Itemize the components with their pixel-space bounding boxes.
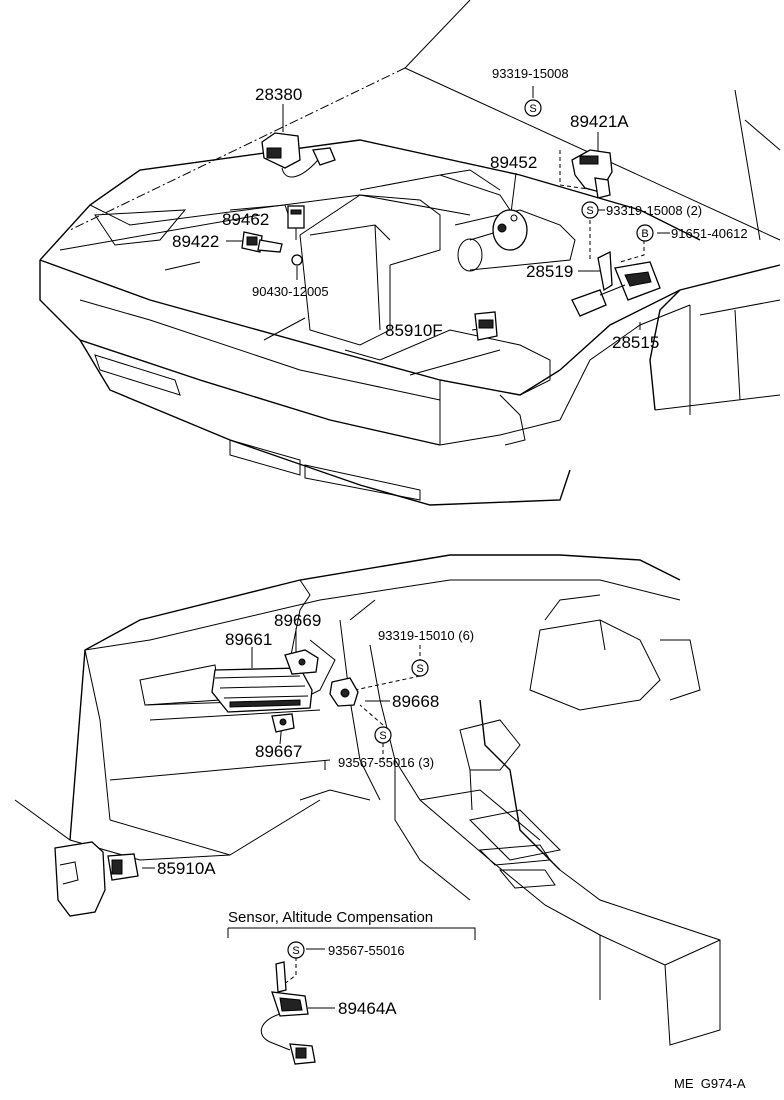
svg-text:S: S xyxy=(292,945,299,957)
symbol-s-4: S xyxy=(374,726,392,744)
symbol-s-3: S xyxy=(411,659,429,677)
svg-text:B: B xyxy=(641,228,648,240)
label-89421A: 89421A xyxy=(570,112,629,131)
symbol-s-2: S xyxy=(581,201,599,219)
relay-28515-drawing xyxy=(571,261,661,317)
switch-85910A-drawing xyxy=(54,841,139,917)
dashboard-body xyxy=(14,554,721,1046)
sensor-89422-drawing xyxy=(241,231,283,253)
label-93319-15010-6: 93319-15010 (6) xyxy=(378,628,474,643)
label-89422: 89422 xyxy=(172,232,219,251)
sensor-89452-drawing xyxy=(492,209,528,251)
switch-89462-drawing xyxy=(287,205,305,240)
bracket-28519-drawing xyxy=(597,250,613,292)
label-89452: 89452 xyxy=(490,153,537,172)
label-85910F: 85910F xyxy=(385,321,443,340)
label-89661: 89661 xyxy=(225,630,272,649)
label-90430-12005: 90430-12005 xyxy=(252,284,329,299)
label-93319-15008: 93319-15008 xyxy=(492,66,569,81)
switch-85910F-drawing xyxy=(474,311,498,341)
label-93567-55016-3: 93567-55016 (3) xyxy=(338,755,434,770)
car-front-body xyxy=(39,0,781,506)
sensor-89464A-drawing xyxy=(260,961,316,1065)
section-caption: Sensor, Altitude Compensation xyxy=(228,909,433,926)
bracket-89667-drawing xyxy=(271,713,295,733)
symbol-b-1: B xyxy=(636,224,654,242)
label-89464A: 89464A xyxy=(338,999,397,1018)
label-28380: 28380 xyxy=(255,85,302,104)
label-85910A: 85910A xyxy=(157,859,216,878)
svg-text:S: S xyxy=(379,730,386,742)
label-28515: 28515 xyxy=(612,333,659,352)
bracket-89669-drawing xyxy=(284,649,319,675)
diagram-code: ME G974-A xyxy=(674,1076,746,1091)
label-93567-55016: 93567-55016 xyxy=(328,943,405,958)
leader-lines-lower xyxy=(142,628,476,1009)
label-89462: 89462 xyxy=(222,210,269,229)
leader-lines-upper xyxy=(164,86,670,341)
label-28519: 28519 xyxy=(526,262,573,281)
bracket-89668-drawing xyxy=(329,677,359,707)
gasket-90430-drawing xyxy=(291,254,303,266)
sensor-89421A-drawing xyxy=(571,149,613,199)
label-89667: 89667 xyxy=(255,742,302,761)
relay-28380-drawing xyxy=(261,132,336,178)
label-91651-40612: 91651-40612 xyxy=(671,226,748,241)
computer-89661-drawing xyxy=(211,667,313,713)
symbol-s-5: S xyxy=(287,941,305,959)
svg-text:S: S xyxy=(586,205,593,217)
label-89668: 89668 xyxy=(392,692,439,711)
svg-text:S: S xyxy=(416,663,423,675)
label-93319-15008-2: 93319-15008 (2) xyxy=(606,203,702,218)
label-89669: 89669 xyxy=(274,611,321,630)
symbol-s-1: S xyxy=(524,99,542,117)
svg-text:S: S xyxy=(529,103,536,115)
